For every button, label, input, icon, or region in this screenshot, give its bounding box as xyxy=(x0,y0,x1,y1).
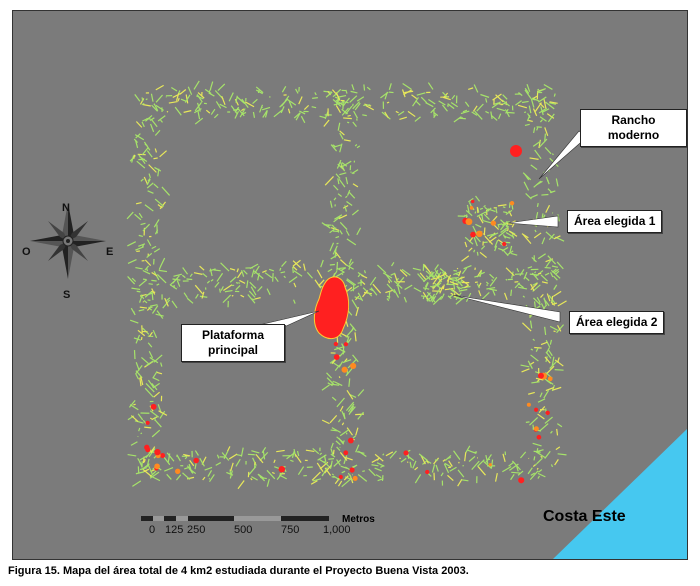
scale-tick-label: 250 xyxy=(187,524,206,536)
scale-tick-label: 0 xyxy=(149,524,156,536)
figure-caption: Figura 15. Mapa del área total de 4 km2 … xyxy=(8,565,469,577)
scale-bar xyxy=(141,516,329,521)
area-elegida-1-callout: Área elegida 1 xyxy=(567,210,663,233)
area-elegida-2-callout: Área elegida 2 xyxy=(569,311,665,334)
plataforma-principal-feature xyxy=(313,276,350,339)
rancho-moderno-feature xyxy=(510,145,522,157)
compass-south-label: S xyxy=(63,289,71,301)
pointer-area2 xyxy=(452,294,561,323)
rancho-moderno-callout: Rancho moderno xyxy=(580,109,687,147)
coast-label: Costa Este xyxy=(543,508,626,525)
sea-area xyxy=(553,429,687,559)
compass-north-label: N xyxy=(62,202,70,214)
scale-unit-label: Metros xyxy=(342,514,375,525)
map-canvas xyxy=(30,80,687,559)
compass-east-label: E xyxy=(106,246,114,258)
plataforma-principal-callout: Plataforma principal xyxy=(181,324,285,362)
scale-tick-label: 750 xyxy=(281,524,300,536)
map-frame: N S O E Rancho moderno Área elegida 1 Ár… xyxy=(12,10,688,560)
compass-rose-icon xyxy=(30,203,106,279)
pointer-area1 xyxy=(507,215,559,228)
scale-tick-label: 500 xyxy=(234,524,253,536)
compass-west-label: O xyxy=(22,246,31,258)
plataforma-line-1: Plataforma xyxy=(201,328,265,342)
survey-transects xyxy=(126,80,567,490)
scale-tick-label: 125 xyxy=(165,524,184,536)
plataforma-line-2: principal xyxy=(207,343,258,357)
scale-tick-label: 1,000 xyxy=(323,524,351,536)
